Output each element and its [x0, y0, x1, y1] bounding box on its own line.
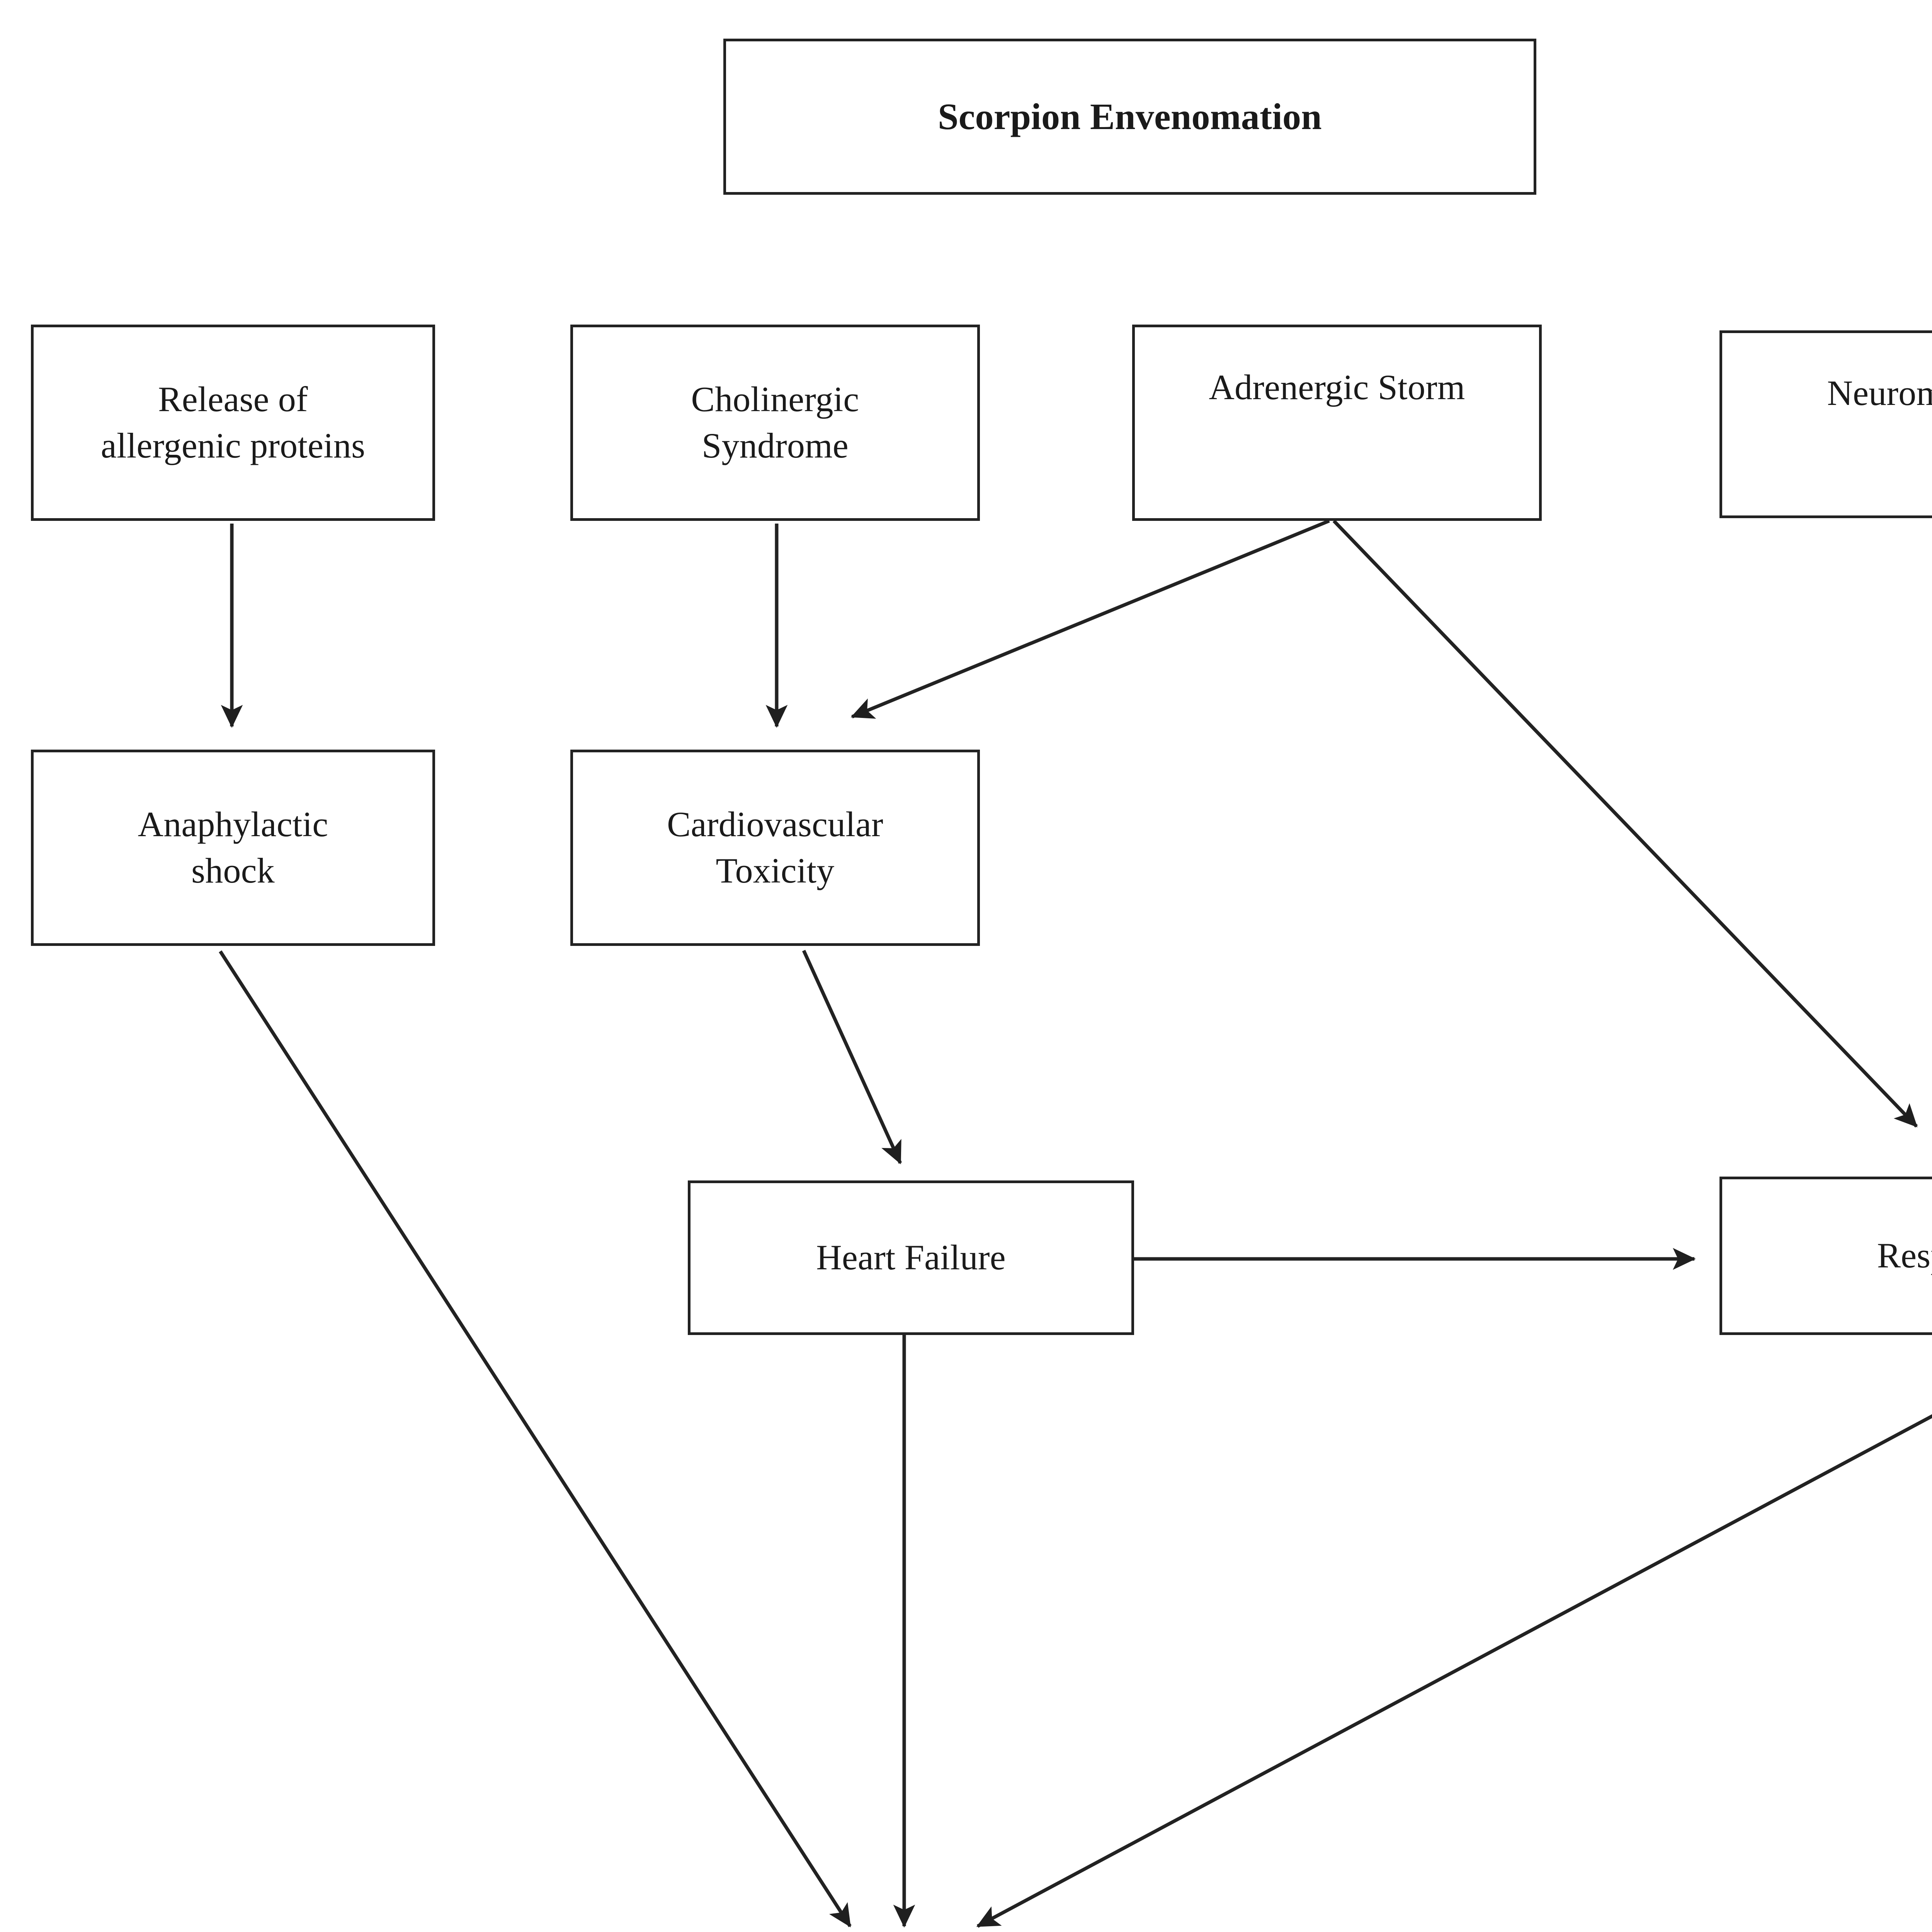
node-label-neuromuscular-excitation: Neuromuscular Excitation — [1827, 373, 1932, 413]
node-label-respiratory-failure: Respiratory Failure — [1877, 1236, 1932, 1276]
node-label-anaphylactic-shock: Anaphylactic shock — [138, 804, 328, 890]
node-adrenergic-storm[interactable]: Adrenergic Storm — [1132, 325, 1542, 521]
edge-adrenergic-to-cardiovascular — [850, 519, 1330, 719]
node-label-cholinergic-syndrome: Cholinergic Syndrome — [691, 379, 859, 465]
node-cardiovascular-toxicity[interactable]: Cardiovascular Toxicity — [570, 750, 980, 946]
node-neuromuscular-excitation[interactable]: Neuromuscular Excitation — [1719, 330, 1932, 518]
edge-cardiovascular-to-heart-failure — [802, 950, 902, 1165]
node-label-scorpion-envenomation: Scorpion Envenomation — [938, 95, 1322, 137]
node-label-release-allergenic-proteins: Release of allergenic proteins — [100, 379, 366, 465]
node-release-allergenic-proteins[interactable]: Release of allergenic proteins — [31, 325, 435, 521]
node-label-adrenergic-storm: Adrenergic Storm — [1209, 367, 1465, 407]
node-label-cardiovascular-toxicity: Cardiovascular Toxicity — [667, 804, 883, 890]
node-anaphylactic-shock[interactable]: Anaphylactic shock — [31, 750, 435, 946]
node-label-heart-failure: Heart Failure — [816, 1238, 1006, 1277]
node-respiratory-failure[interactable]: Respiratory Failure — [1719, 1177, 1932, 1335]
node-scorpion-envenomation[interactable]: Scorpion Envenomation — [723, 39, 1536, 195]
node-heart-failure[interactable]: Heart Failure — [688, 1180, 1134, 1335]
node-cholinergic-syndrome[interactable]: Cholinergic Syndrome — [570, 325, 980, 521]
edge-respiratory-failure-to-death — [976, 1414, 1932, 1928]
edge-anaphylaxis-to-death — [219, 950, 852, 1928]
edge-adrenergic-to-respiratory — [1332, 519, 1918, 1128]
